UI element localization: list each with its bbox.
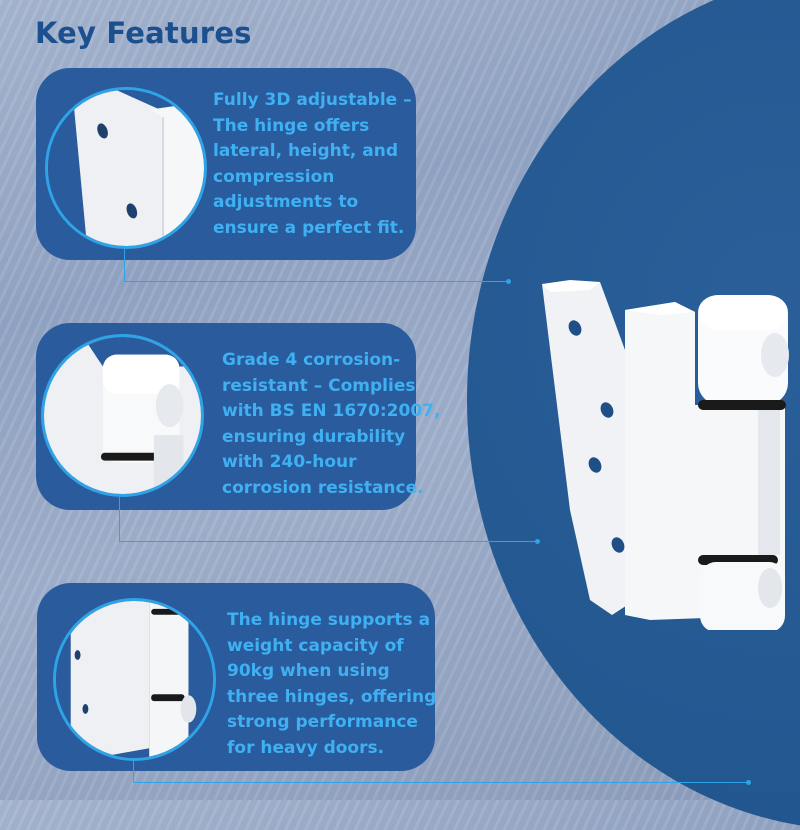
hinge-side-closeup-icon: [53, 598, 216, 761]
page-title: Key Features: [35, 16, 252, 50]
connector-line-3-horizontal: [133, 782, 748, 783]
hinge-product-image: [530, 270, 800, 632]
feature-text-corrosion: Grade 4 corrosion- resistant – Complies …: [222, 350, 441, 498]
connector-dot-2: [535, 539, 540, 544]
connector-dot-3: [746, 780, 751, 785]
connector-line-2-horizontal: [119, 541, 537, 542]
feature-text-weight: The hinge supports a weight capacity of …: [227, 610, 437, 758]
connector-line-1-horizontal: [124, 281, 508, 282]
connector-line-2-vertical: [119, 497, 120, 542]
connector-dot-1: [506, 279, 511, 284]
feature-text-adjustable: Fully 3D adjustable – The hinge offers l…: [213, 90, 412, 238]
connector-line-3-vertical: [133, 761, 134, 783]
hinge-plate-closeup-icon: [45, 87, 207, 249]
connector-line-1-vertical: [124, 249, 125, 282]
hinge-knuckle-closeup-icon: [41, 334, 204, 497]
